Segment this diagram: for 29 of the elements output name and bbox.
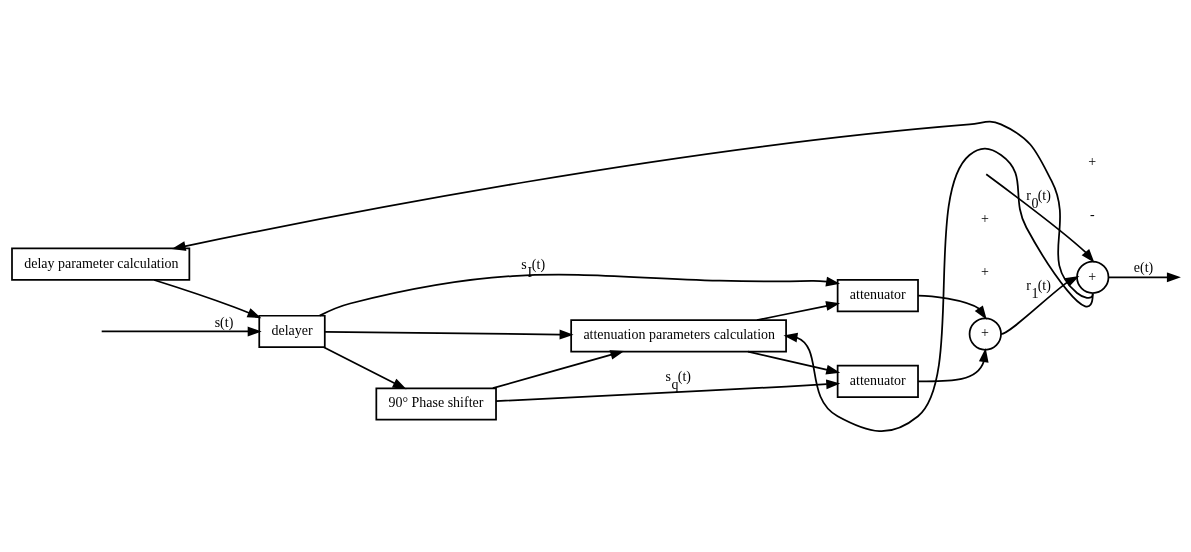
arrow [1107,271,1181,282]
node-label: + [980,263,989,279]
arrow [318,273,841,316]
arrow [171,120,1094,299]
arrow [324,329,574,339]
arrow [917,347,989,382]
node-box: 90° Phase shifter [375,386,497,421]
arrow [495,378,841,402]
arrow [985,172,1095,263]
arrow [783,147,1094,432]
arrow [756,300,841,321]
arrow [322,345,407,389]
arrow [153,278,262,318]
arrow [492,349,625,389]
node-label: + [980,210,989,226]
node-circle: + [968,317,1002,351]
node-box: attenuator [836,364,919,398]
arrow [917,294,987,320]
node-box: delayer [258,314,326,348]
edge-label: e(t) [1133,259,1154,275]
edge-label: s(t) [214,314,234,330]
node-circle: + [1076,260,1110,294]
node-box: attenuation parameters calculation [570,318,787,352]
arrow [747,350,841,374]
node-label: - [1090,206,1095,222]
node-box: attenuator [836,278,919,312]
node-box: delay parameter calculation [11,247,191,281]
arrow [100,326,262,336]
node-label: + [1088,153,1097,169]
